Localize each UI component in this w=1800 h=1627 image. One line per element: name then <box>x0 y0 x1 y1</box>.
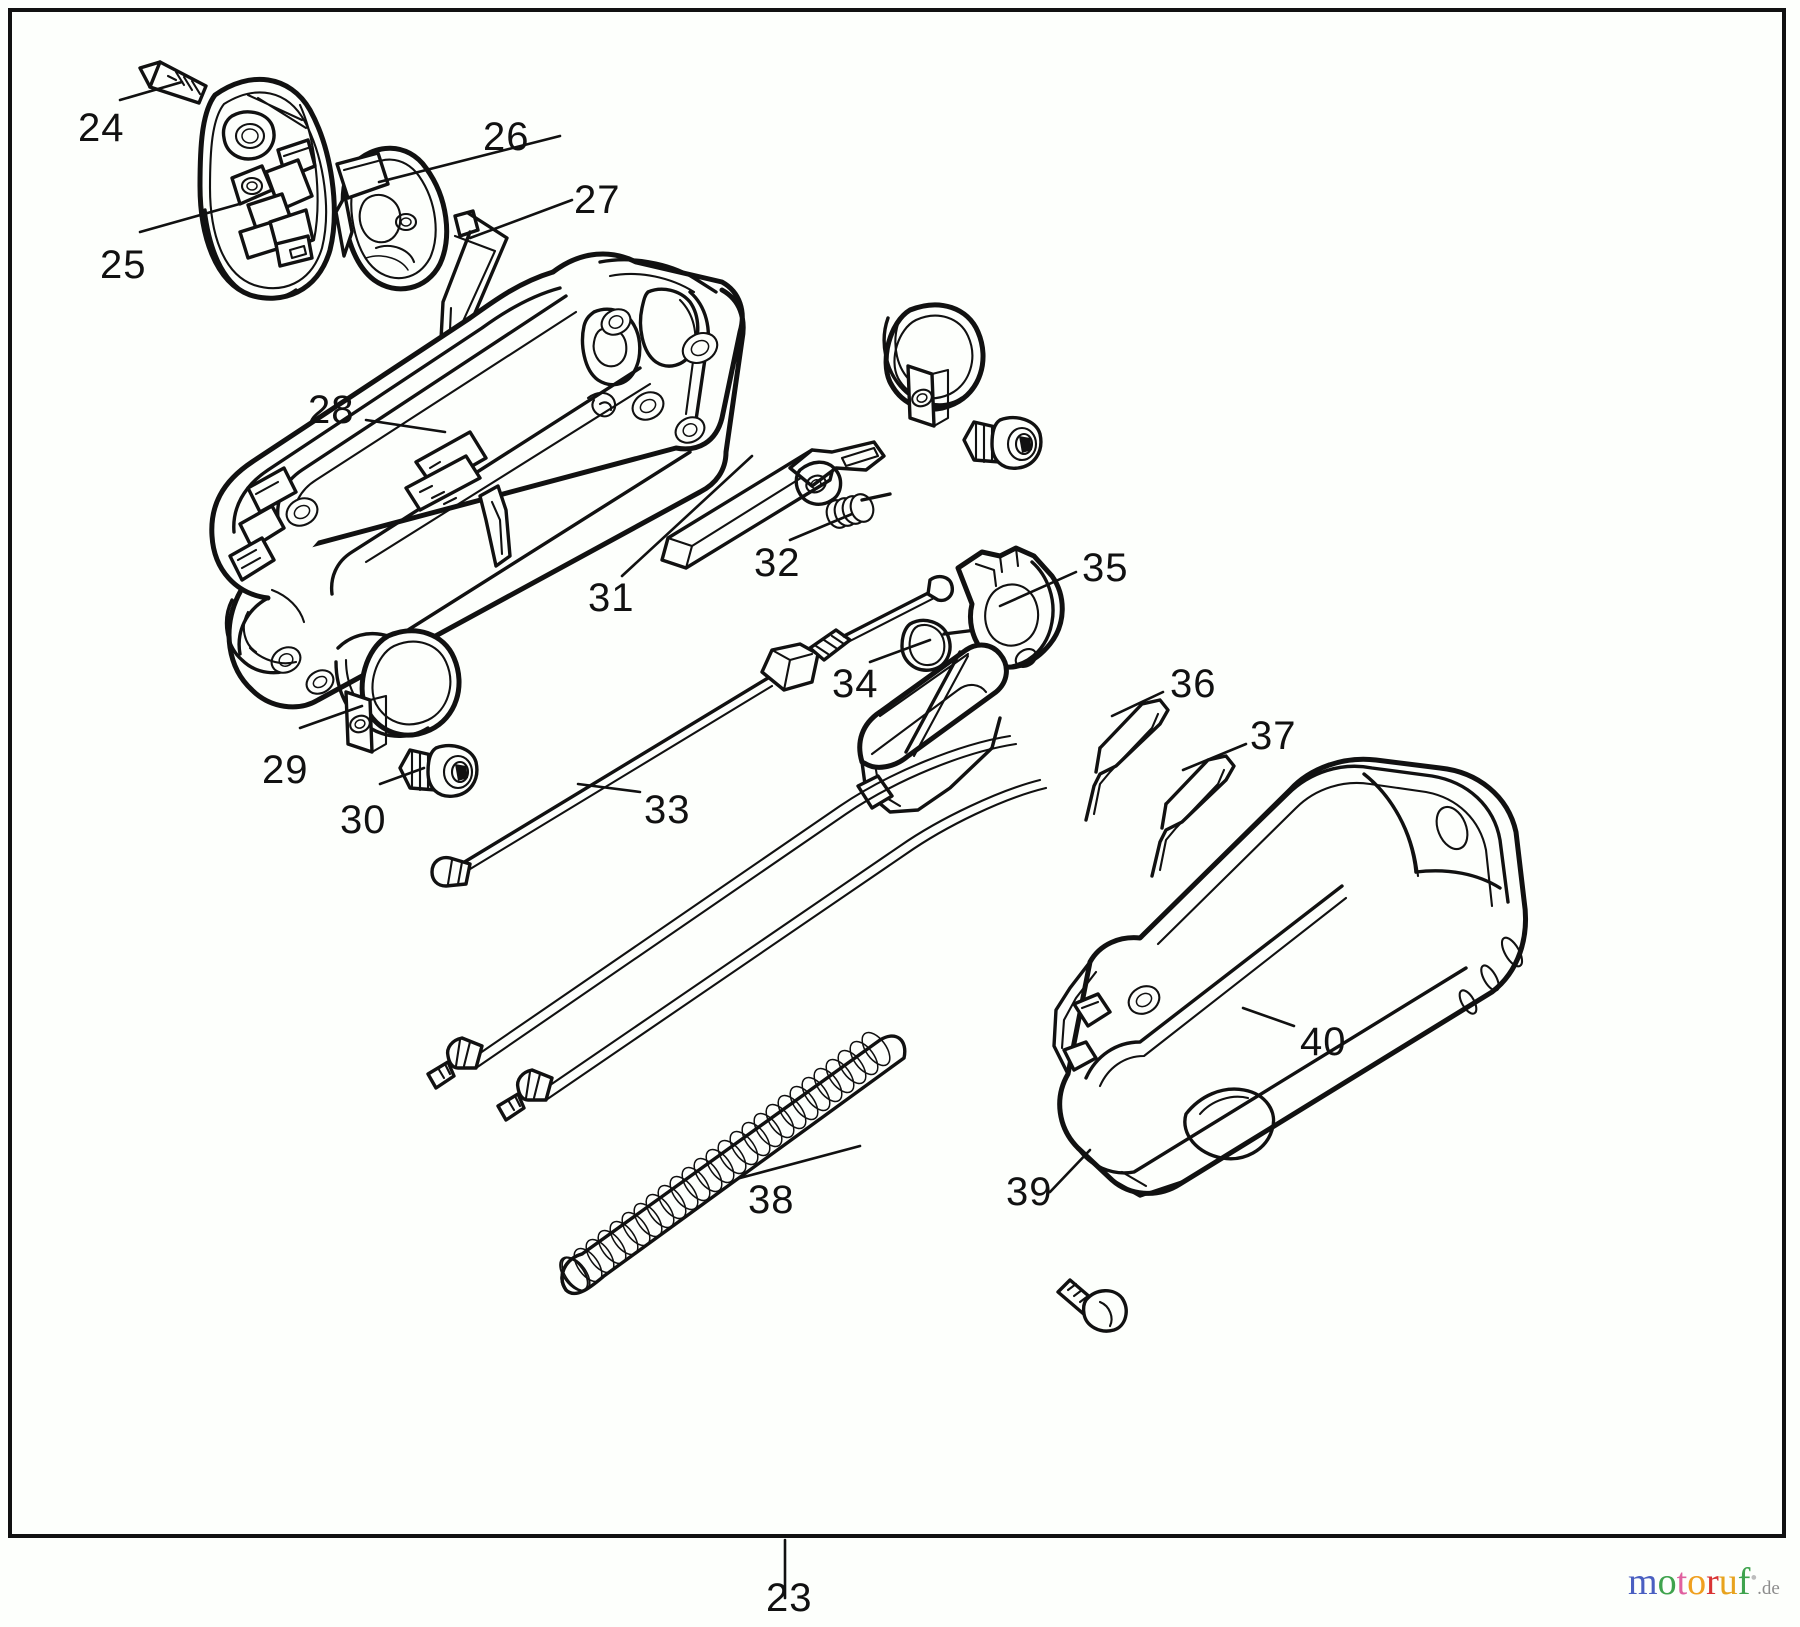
leader-24 <box>118 80 184 102</box>
callout-23-assembly-reference: 23 <box>766 1576 813 1620</box>
callout-27: 27 <box>574 178 621 222</box>
wm-suffix: .de <box>1757 1578 1780 1599</box>
leader-25 <box>138 201 245 234</box>
clamp-band-upper-right <box>882 302 986 428</box>
leader-31 <box>620 454 754 578</box>
wm-letter-o2: o <box>1687 1561 1707 1603</box>
callout-28: 28 <box>308 388 355 432</box>
callout-37: 37 <box>1250 714 1297 758</box>
part-25-cover-plate <box>197 76 337 301</box>
wm-letter-m: m <box>1628 1561 1658 1603</box>
part-37-wire-clip <box>1150 754 1236 878</box>
callout-35: 35 <box>1082 546 1129 590</box>
leader-32 <box>788 512 854 542</box>
part-26-switch-housing <box>334 145 450 292</box>
leader-37 <box>1181 742 1248 772</box>
callout-26: 26 <box>483 115 530 159</box>
leader-33 <box>576 782 642 794</box>
callout-32: 32 <box>754 541 801 585</box>
leader-27 <box>468 198 574 240</box>
callout-25: 25 <box>100 243 147 287</box>
part-28-handle-housing <box>209 251 746 710</box>
part-29-clamp-band <box>334 628 462 754</box>
leader-34 <box>868 638 932 664</box>
leader-26 <box>377 134 562 184</box>
part-30-clamp-bolt <box>398 743 479 798</box>
part-39-screw <box>1056 1278 1128 1333</box>
wm-dot: ● <box>1750 1571 1758 1584</box>
callout-39: 39 <box>1006 1170 1053 1214</box>
clamp-bolt-upper-right <box>962 415 1043 470</box>
leader-40 <box>1241 1006 1296 1028</box>
wm-letter-u: u <box>1718 1561 1738 1603</box>
part-38-coil-spring <box>559 1031 907 1296</box>
part-31-lever-arm <box>660 440 886 570</box>
callout-34: 34 <box>832 662 879 706</box>
leader-36 <box>1110 690 1165 718</box>
leader-35 <box>998 570 1078 608</box>
callout-30: 30 <box>340 798 387 842</box>
callout-33: 33 <box>644 788 691 832</box>
leader-30 <box>378 766 426 786</box>
callout-24: 24 <box>78 106 125 150</box>
part-40-handle-shell <box>1052 756 1529 1198</box>
part-34-grommet <box>900 618 978 672</box>
callout-31: 31 <box>588 576 635 620</box>
leader-28 <box>364 418 447 434</box>
leader-39 <box>1048 1148 1092 1194</box>
motoruf-watermark: motoruf●.de <box>1628 1563 1780 1601</box>
part-35-trigger-lever <box>856 545 1065 814</box>
part-33-throttle-rod <box>430 574 954 888</box>
wm-letter-r: r <box>1706 1561 1719 1603</box>
wm-letter-o1: o <box>1657 1561 1677 1603</box>
part-24-screw <box>138 60 208 105</box>
part-36-wire-clip <box>1084 698 1170 822</box>
callout-40: 40 <box>1300 1020 1347 1064</box>
leader-38 <box>738 1144 862 1180</box>
callout-38: 38 <box>748 1178 795 1222</box>
leader-29 <box>298 704 364 730</box>
wm-letter-t: t <box>1676 1561 1688 1603</box>
twin-cables <box>426 734 1048 1122</box>
wm-letter-f: f <box>1737 1561 1751 1603</box>
callout-36: 36 <box>1170 662 1217 706</box>
callout-29: 29 <box>262 748 309 792</box>
